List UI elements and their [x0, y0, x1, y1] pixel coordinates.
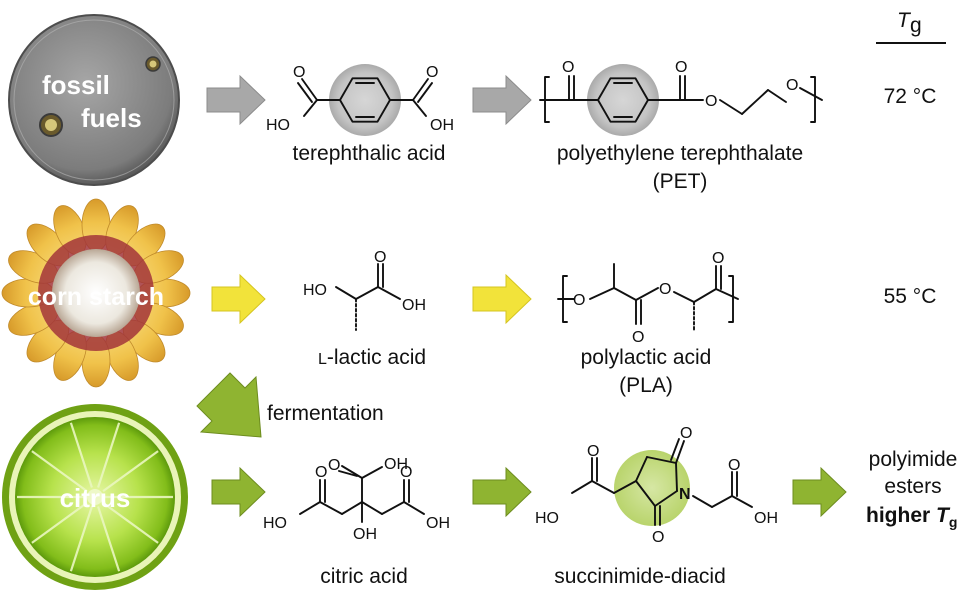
- pla-abbr-label: (PLA): [619, 374, 673, 397]
- citric-acid-label: citric acid: [320, 565, 408, 588]
- atom-label: HO: [303, 282, 327, 299]
- citrus-segment-line: [102, 450, 159, 493]
- citrus-segment-line: [69, 422, 93, 488]
- atom-label: O: [705, 93, 717, 110]
- atom-label: O: [587, 443, 599, 460]
- terephthalic-acid-label: terephthalic acid: [293, 142, 446, 165]
- succinimide-highlight: [614, 450, 690, 526]
- polyimide-esters-label: polyimide esters higher Tg: [866, 448, 957, 530]
- pet-name-label: polyethylene terephthalate: [557, 142, 803, 165]
- succinimide-diacid-structure: O HO O N O O OH: [535, 425, 778, 546]
- fossil-label-line1: fossil: [42, 70, 110, 100]
- atom-label: O: [659, 281, 671, 298]
- atom-label: O: [728, 457, 740, 474]
- pla-structure: O O O O: [557, 250, 739, 346]
- corn-starch-image: corn starch: [1, 198, 191, 388]
- arrow-lactic-to-pla: [472, 273, 532, 325]
- atom-label: O: [675, 59, 687, 76]
- atom-label: OH: [430, 117, 454, 134]
- atom-label: O: [562, 59, 574, 76]
- polyimide-line1: polyimide: [869, 448, 958, 471]
- arrow-citric-to-succinimide: [472, 466, 532, 518]
- atom-label: OH: [426, 515, 450, 532]
- pla-name-label: polylactic acid: [581, 346, 712, 369]
- tg-header-subscript: g: [910, 14, 922, 37]
- benzene-highlight: [329, 64, 401, 136]
- atom-label: O: [315, 464, 327, 481]
- citric-acid-structure: O OH O HO O OH OH: [263, 456, 450, 543]
- citrus-segment-line: [97, 506, 121, 572]
- tg-pla-value: 55 °C: [884, 285, 937, 308]
- fermentation-label: fermentation: [267, 402, 384, 425]
- tg-pet-value: 72 °C: [884, 85, 937, 108]
- atom-label: OH: [402, 297, 426, 314]
- atom-label: O: [328, 457, 340, 474]
- polyimide-line2: esters: [884, 475, 941, 498]
- citrus-segment-line: [97, 422, 121, 488]
- lactic-prefix: L: [318, 351, 327, 368]
- polyimide-line3: higher Tg: [866, 504, 957, 530]
- atom-label: O: [374, 249, 386, 266]
- atom-label: O: [426, 64, 438, 81]
- terephthalic-acid-structure: O O HO OH: [266, 64, 454, 136]
- pet-abbr-label: (PET): [653, 170, 708, 193]
- pet-structure: O O O O: [539, 59, 823, 136]
- arrow-corn-to-lactic: [211, 273, 266, 325]
- atom-label: HO: [263, 515, 287, 532]
- citrus-segments: [17, 422, 173, 572]
- atom-label: OH: [754, 510, 778, 527]
- fermentation-arrow: [196, 372, 262, 438]
- lactic-rest: -lactic acid: [327, 346, 426, 369]
- fossil-fuels-image: fossil fuels: [8, 14, 180, 186]
- atom-label: O: [573, 292, 585, 309]
- arrow-tpa-to-pet: [472, 74, 532, 126]
- arrow-succinimide-to-polyimide: [792, 466, 847, 518]
- citrus-segment-line: [69, 506, 93, 572]
- tg-symbol: T: [936, 504, 951, 527]
- tg-header-symbol: T: [897, 9, 912, 32]
- atom-label: O: [293, 64, 305, 81]
- atom-label: O: [400, 464, 412, 481]
- arrow-citrus-to-citric: [211, 466, 266, 518]
- lactic-acid-label: L-lactic acid: [318, 346, 426, 369]
- atom-label: O: [652, 529, 664, 546]
- benzene-highlight: [587, 64, 659, 136]
- atom-label: O: [632, 329, 644, 346]
- atom-label: O: [786, 77, 798, 94]
- tg-header: T g: [876, 9, 946, 44]
- citrus-segment-line: [31, 450, 88, 493]
- corn-starch-label: corn starch: [28, 283, 164, 311]
- arrow-fossil-to-tpa: [206, 74, 266, 126]
- atom-label: O: [680, 425, 692, 442]
- tg-subscript: g: [949, 514, 958, 530]
- higher-text: higher: [866, 504, 936, 527]
- atom-label: OH: [353, 526, 377, 543]
- fossil-label-line2: fuels: [81, 103, 142, 133]
- citrus-segment-line: [31, 501, 88, 544]
- atom-label: N: [679, 486, 691, 503]
- lactic-acid-structure: HO O OH: [303, 249, 426, 331]
- citrus-segment-line: [102, 501, 159, 544]
- succinimide-diacid-label: succinimide-diacid: [554, 565, 726, 588]
- citrus-image: citrus: [2, 404, 188, 590]
- atom-label: HO: [535, 510, 559, 527]
- citrus-label: citrus: [60, 483, 131, 513]
- atom-label: OH: [384, 456, 408, 473]
- atom-label: O: [712, 250, 724, 267]
- atom-label: HO: [266, 117, 290, 134]
